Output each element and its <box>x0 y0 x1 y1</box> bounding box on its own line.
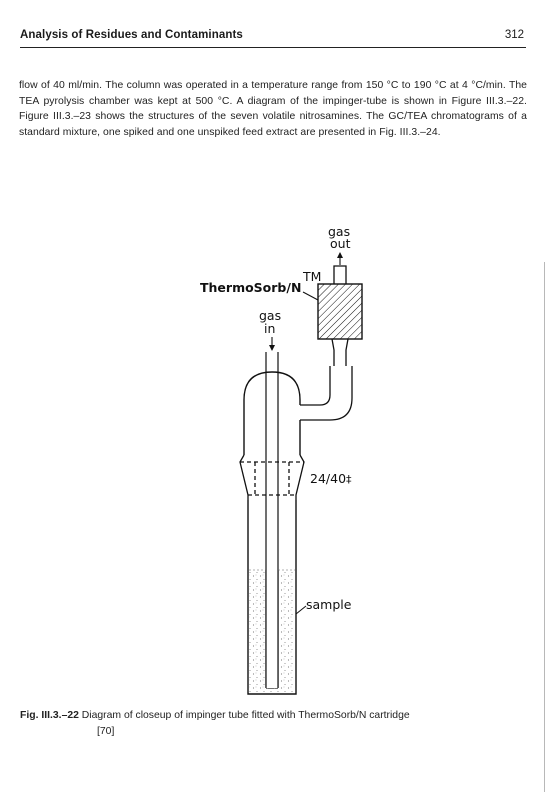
ground-glass-joint <box>239 454 305 500</box>
page-edge-shadow <box>544 262 545 792</box>
gas-out-label-line1: gas <box>328 224 350 239</box>
sample-leader-line <box>295 605 307 615</box>
gas-in-arrow-icon <box>269 337 275 351</box>
thermosorb-cartridge <box>317 283 363 340</box>
impinger-head <box>243 371 301 455</box>
cartridge-outlet <box>333 265 347 284</box>
impinger-tube <box>247 500 297 695</box>
running-header: Analysis of Residues and Contaminants 31… <box>20 29 526 48</box>
body-paragraph: flow of 40 ml/min. The column was operat… <box>19 80 527 138</box>
gas-out-label-line2: out <box>330 236 351 251</box>
sample-label: sample <box>306 597 352 612</box>
cartridge-inlet <box>331 338 349 366</box>
figure-caption: Fig. III.3.–22 Diagram of closeup of imp… <box>20 708 528 739</box>
figure-label: Fig. III.3.–22 <box>20 710 79 721</box>
caption-reference: [70] <box>97 725 115 737</box>
trademark-mark: TM <box>302 269 321 284</box>
cartridge-leader-line <box>302 291 319 301</box>
page-number: 312 <box>504 29 524 41</box>
gas-out-arrow-icon <box>337 252 343 265</box>
gas-in-label-line1: gas <box>259 308 281 323</box>
caption-text: Diagram of closeup of impinger tube fitt… <box>81 710 410 721</box>
joint-size-label: 24/40‡ <box>310 471 352 486</box>
cartridge-label: ThermoSorb/N <box>200 280 301 295</box>
body-paragraph-block: flow of 40 ml/min. The column was operat… <box>19 78 527 140</box>
side-arm-tube <box>300 366 353 421</box>
chapter-title: Analysis of Residues and Contaminants <box>20 29 243 41</box>
gas-in-label-line2: in <box>264 321 275 336</box>
